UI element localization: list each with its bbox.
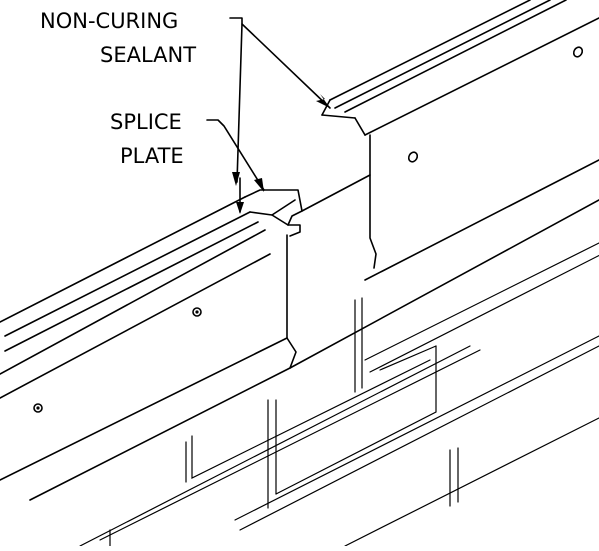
label-sealant-line1: NON-CURING [40,9,178,33]
right-cap-section [301,0,599,281]
fastener-dot-1 [192,307,202,317]
block-courses [79,242,599,547]
left-cap-section [0,189,599,501]
sealant-leader [229,17,331,186]
label-sealant-line2: SEALANT [100,43,196,67]
splice-leader [206,119,265,214]
fastener-dot-2 [33,403,43,413]
label-splice-line2: PLATE [120,144,184,168]
label-splice-line1: SPLICE [110,110,182,134]
